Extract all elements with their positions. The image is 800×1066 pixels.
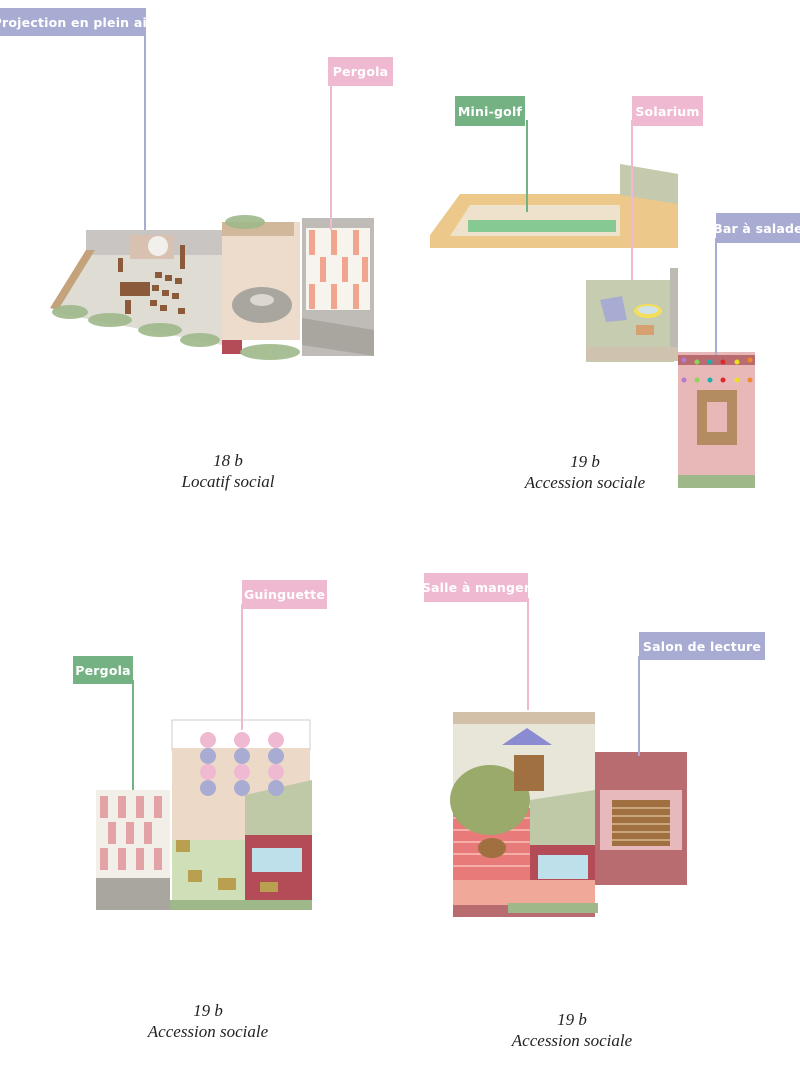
caption-number: 18 b (213, 451, 243, 470)
label-pergola: Pergola (328, 57, 393, 86)
scene-projection (50, 215, 374, 360)
caption: 18 b Locatif social (118, 450, 338, 492)
label-salle-a-manger: Salle à manger (422, 573, 530, 602)
label-bar-salade: Bar à salade (713, 213, 800, 243)
scene-guinguette (96, 719, 312, 910)
label-guinguette: Guinguette (242, 580, 327, 609)
caption: 19 b Accession sociale (98, 1000, 318, 1042)
caption-type: Accession sociale (147, 1022, 269, 1041)
label-pointer (715, 238, 717, 355)
caption: 19 b Accession sociale (475, 451, 695, 493)
label-pointer (241, 604, 243, 730)
scene-minigolf-solarium-bar (430, 164, 755, 488)
caption-type: Accession sociale (511, 1031, 633, 1050)
label-solarium: Solarium (632, 96, 703, 126)
caption-type: Locatif social (181, 472, 275, 491)
label-pointer (527, 598, 529, 710)
label-pointer (132, 680, 134, 790)
label-pergola: Pergola (73, 656, 133, 684)
caption-number: 19 b (570, 452, 600, 471)
label-minigolf: Mini-golf (455, 96, 525, 126)
caption-number: 19 b (193, 1001, 223, 1020)
label-pointer (330, 80, 332, 230)
label-pointer (526, 120, 528, 212)
caption: 19 b Accession sociale (462, 1009, 682, 1051)
scene-salle-salon (450, 712, 687, 917)
label-projection: Projection en plein air (0, 8, 153, 36)
label-pointer (631, 120, 633, 280)
label-salon-de-lecture: Salon de lecture (639, 632, 765, 660)
label-pointer (144, 30, 146, 230)
caption-number: 19 b (557, 1010, 587, 1029)
caption-type: Accession sociale (524, 473, 646, 492)
label-pointer (638, 656, 640, 756)
